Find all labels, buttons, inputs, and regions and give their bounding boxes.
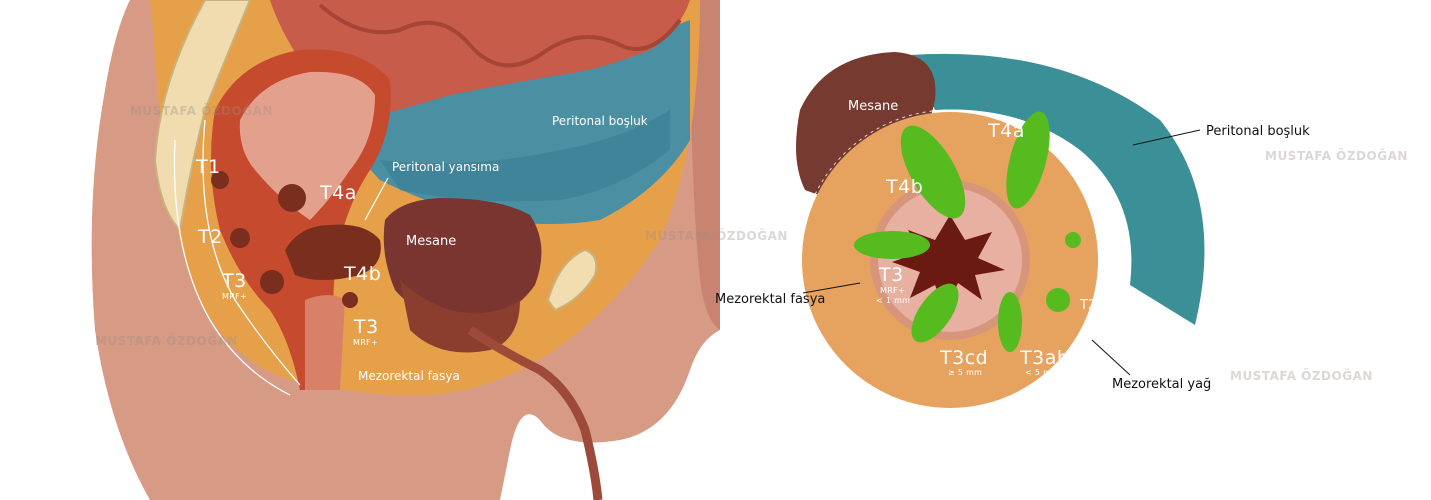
label-t3cd-sub: ≥ 5 mm (948, 368, 983, 377)
watermark-logo: MUSTAFA ÖZDOĞAN (1265, 145, 1408, 164)
label-t2: T2 (198, 226, 223, 248)
label-t3ab-sub: < 5 mm (1025, 368, 1060, 377)
mesorectal-fascia-ring (799, 109, 1101, 411)
label-t4b-right: T4b (886, 176, 924, 198)
label-t3ab: T3ab (1020, 347, 1070, 369)
callout-label-mesorectal-fat: Mezorektal yağ (1112, 377, 1212, 392)
watermark-logo: MUSTAFA ÖZDOĞAN (95, 330, 238, 349)
sagittal-pelvis-illustration (91, 0, 720, 500)
label-t4a: T4a (320, 182, 357, 204)
axial-section-illustration (796, 52, 1205, 411)
tumor-masses (211, 171, 381, 308)
skin-shadow (690, 0, 720, 330)
bladder-organ (383, 198, 542, 320)
callout-label-peritoneal-cavity: Peritonal boşluk (1206, 124, 1310, 139)
label-t3-right-mrf: MRF+ (353, 338, 378, 347)
mesorectal-fascia-line (202, 119, 301, 386)
callout-mesorectal-fat (1091, 339, 1131, 376)
label-t1: T1 (196, 156, 221, 178)
label-t3-axial-lt1mm: < 1 mm (876, 296, 911, 305)
anal-canal (305, 295, 345, 390)
teal-peritoneal-arc (910, 53, 1205, 326)
label-mesorectal-fascia-left: Mezorektal fasya (358, 369, 460, 383)
label-t3-axial-mrf: MRF+ (880, 286, 905, 295)
label-t3-mrf: MRF+ (222, 292, 247, 301)
watermark-logo: MUSTAFA ÖZDOĞAN (130, 100, 273, 119)
pubic-bone (546, 248, 598, 312)
watermark-text: MUSTAFA ÖZDOĞAN (130, 104, 273, 118)
watermark-text: MUSTAFA ÖZDOĞAN (1230, 369, 1373, 383)
label-peritoneal-cavity-left: Peritonal boşluk (552, 114, 648, 128)
tumor-extension-zones (854, 111, 1081, 352)
watermark-logo: MUSTAFA ÖZDOĞAN (1230, 365, 1373, 384)
callout-label-mesorectal-fascia: Mezorektal fasya (715, 292, 826, 307)
label-bladder-right: Mesane (848, 99, 899, 114)
label-t1-right: T1 (1095, 231, 1112, 246)
label-t4a-right: T4a (988, 120, 1025, 142)
urethra (467, 326, 603, 500)
prostate (400, 280, 520, 353)
label-peritoneal-reflection: Peritonal yansıma (392, 160, 500, 174)
callout-mesorectal-fascia (802, 282, 861, 294)
label-bladder-left: Mesane (406, 234, 457, 249)
watermark-text: MUSTAFA ÖZDOĞAN (1265, 149, 1408, 163)
watermark-logo: MUSTAFA ÖZDOĞAN (645, 225, 788, 244)
callout-peritoneal-cavity (1132, 129, 1201, 146)
peritoneal-reflection-pointer (364, 177, 389, 221)
label-t4b: T4b (344, 263, 382, 285)
watermark-text: MUSTAFA ÖZDOĞAN (645, 229, 788, 243)
label-t2-right: T2 (1080, 298, 1097, 313)
label-t3-right: T3 (354, 316, 379, 338)
label-t3cd: T3cd (940, 347, 989, 369)
watermark-text: MUSTAFA ÖZDOĞAN (95, 334, 238, 348)
label-t3-axial: T3 (879, 264, 904, 286)
label-t3: T3 (222, 270, 247, 292)
